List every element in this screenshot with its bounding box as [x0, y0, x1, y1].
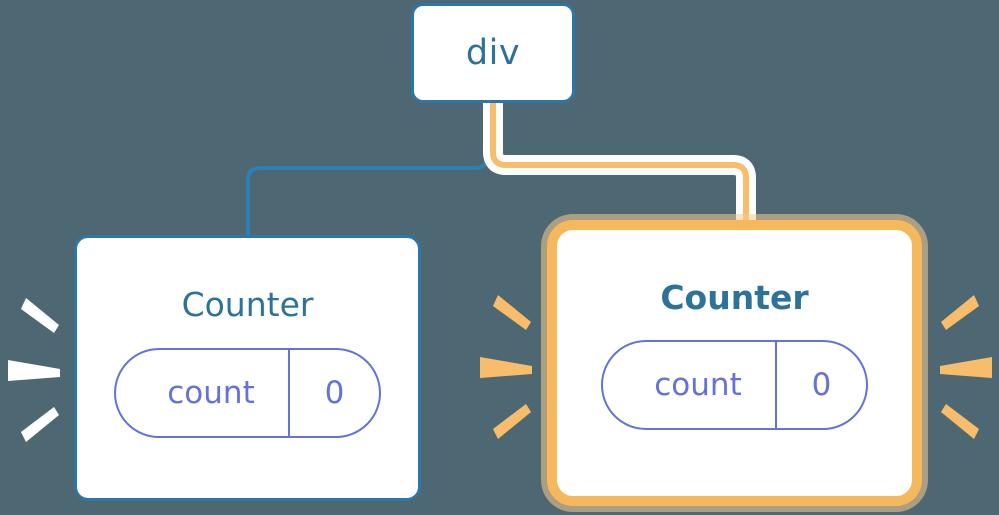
- edge-div-to-left-counter: [246, 98, 489, 240]
- prop-value-count-left: 0: [288, 350, 379, 436]
- node-counter-left[interactable]: Counter count 0: [74, 235, 421, 501]
- node-counter-right-title: Counter: [660, 278, 809, 317]
- prop-value-count-right: 0: [775, 342, 866, 428]
- edge-div-to-right-counter: [490, 97, 749, 235]
- prop-pill-count-left[interactable]: count 0: [114, 348, 381, 438]
- prop-key-count-right: count: [654, 366, 742, 403]
- prop-key-count-left: count: [167, 374, 255, 411]
- node-div[interactable]: div: [411, 3, 575, 103]
- prop-pill-count-right[interactable]: count 0: [601, 340, 868, 430]
- node-counter-right[interactable]: Counter count 0: [547, 220, 922, 506]
- node-counter-left-title: Counter: [181, 285, 314, 324]
- node-div-label: div: [465, 32, 521, 73]
